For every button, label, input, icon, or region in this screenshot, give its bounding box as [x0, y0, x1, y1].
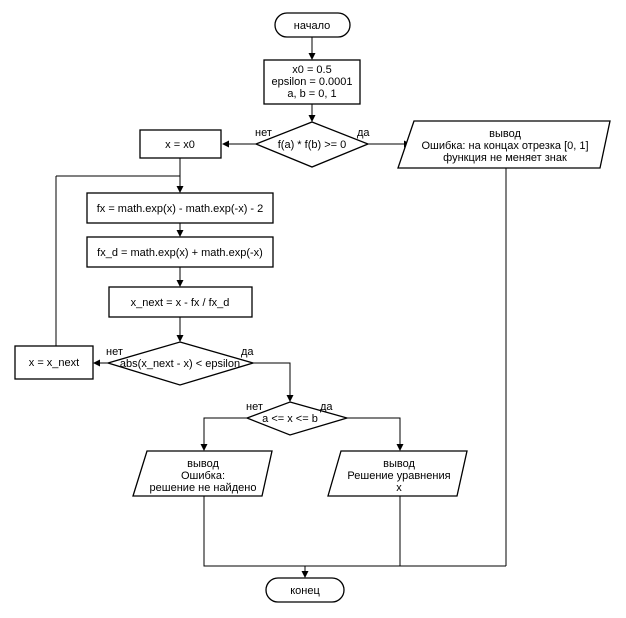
- sign-error-output: вывод Ошибка: на концах отрезка [0, 1] ф…: [397, 120, 611, 169]
- init-line-1: x0 = 0.5: [292, 64, 331, 76]
- solution-output: вывод Решение уравнения x: [327, 450, 468, 497]
- arrow-to-end: [301, 571, 309, 578]
- not-found-output: вывод Ошибка: решение не найдено: [132, 450, 273, 497]
- solution-line-3: x: [396, 482, 402, 494]
- start-terminator: начало: [274, 12, 351, 38]
- x-next-label: x_next = x - fx / fx_d: [131, 297, 230, 309]
- sign-error-line-3: функция не меняет знак: [443, 152, 567, 164]
- check-range-decision: a <= x <= b: [245, 401, 350, 436]
- fx-label: fx = math.exp(x) - math.exp(-x) - 2: [97, 203, 264, 215]
- connectors: [55, 37, 507, 572]
- check-eps-decision: abs(x_next - x) < epsilon: [105, 341, 256, 386]
- arrow-to-check-eps: [176, 335, 184, 342]
- arrow-to-check-range: [286, 395, 294, 402]
- not-found-line-2: Ошибка:: [181, 470, 225, 482]
- check-eps-no-label: нет: [106, 346, 123, 358]
- check-range-no-label: нет: [246, 401, 263, 413]
- arrow-to-check-sign: [308, 115, 316, 122]
- end-terminator: конец: [265, 577, 345, 603]
- arrow-to-assign-next: [93, 359, 100, 367]
- check-sign-yes-label: да: [357, 127, 370, 139]
- init-block: x0 = 0.5 epsilon = 0.0001 a, b = 0, 1: [263, 59, 361, 105]
- assign-next-block: x = x_next: [14, 345, 94, 380]
- assign-x0-label: x = x0: [165, 139, 195, 151]
- check-range-label: a <= x <= b: [262, 413, 318, 425]
- arrow-to-x-next: [176, 280, 184, 287]
- check-sign-label: f(a) * f(b) >= 0: [278, 139, 346, 151]
- arrow-to-init: [308, 53, 316, 60]
- init-line-2: epsilon = 0.0001: [271, 76, 352, 88]
- check-eps-yes-label: да: [241, 346, 254, 358]
- not-found-line-1: вывод: [187, 458, 219, 470]
- fx-d-block: fx_d = math.exp(x) + math.exp(-x): [86, 236, 274, 268]
- start-label: начало: [294, 20, 330, 32]
- assign-next-label: x = x_next: [29, 357, 79, 369]
- sign-error-line-1: вывод: [489, 128, 521, 140]
- check-eps-label: abs(x_next - x) < epsilon: [120, 358, 240, 370]
- x-next-block: x_next = x - fx / fx_d: [108, 286, 253, 318]
- check-sign-decision: f(a) * f(b) >= 0: [254, 121, 370, 168]
- init-line-3: a, b = 0, 1: [287, 88, 336, 100]
- arrow-to-fx: [176, 186, 184, 193]
- not-found-line-3: решение не найдено: [150, 482, 257, 494]
- solution-line-2: Решение уравнения: [347, 470, 450, 482]
- fx-d-label: fx_d = math.exp(x) + math.exp(-x): [97, 247, 263, 259]
- sign-error-line-2: Ошибка: на концах отрезка [0, 1]: [421, 140, 588, 152]
- check-sign-no-label: нет: [255, 127, 272, 139]
- arrow-to-not-found: [200, 444, 208, 451]
- solution-line-1: вывод: [383, 458, 415, 470]
- end-label: конец: [290, 585, 320, 597]
- check-range-yes-label: да: [320, 401, 333, 413]
- arrow-to-assign-x0: [222, 140, 229, 148]
- arrow-to-fx-d: [176, 230, 184, 237]
- arrow-to-solution: [396, 444, 404, 451]
- assign-x0-block: x = x0: [139, 129, 222, 159]
- fx-block: fx = math.exp(x) - math.exp(-x) - 2: [86, 192, 274, 224]
